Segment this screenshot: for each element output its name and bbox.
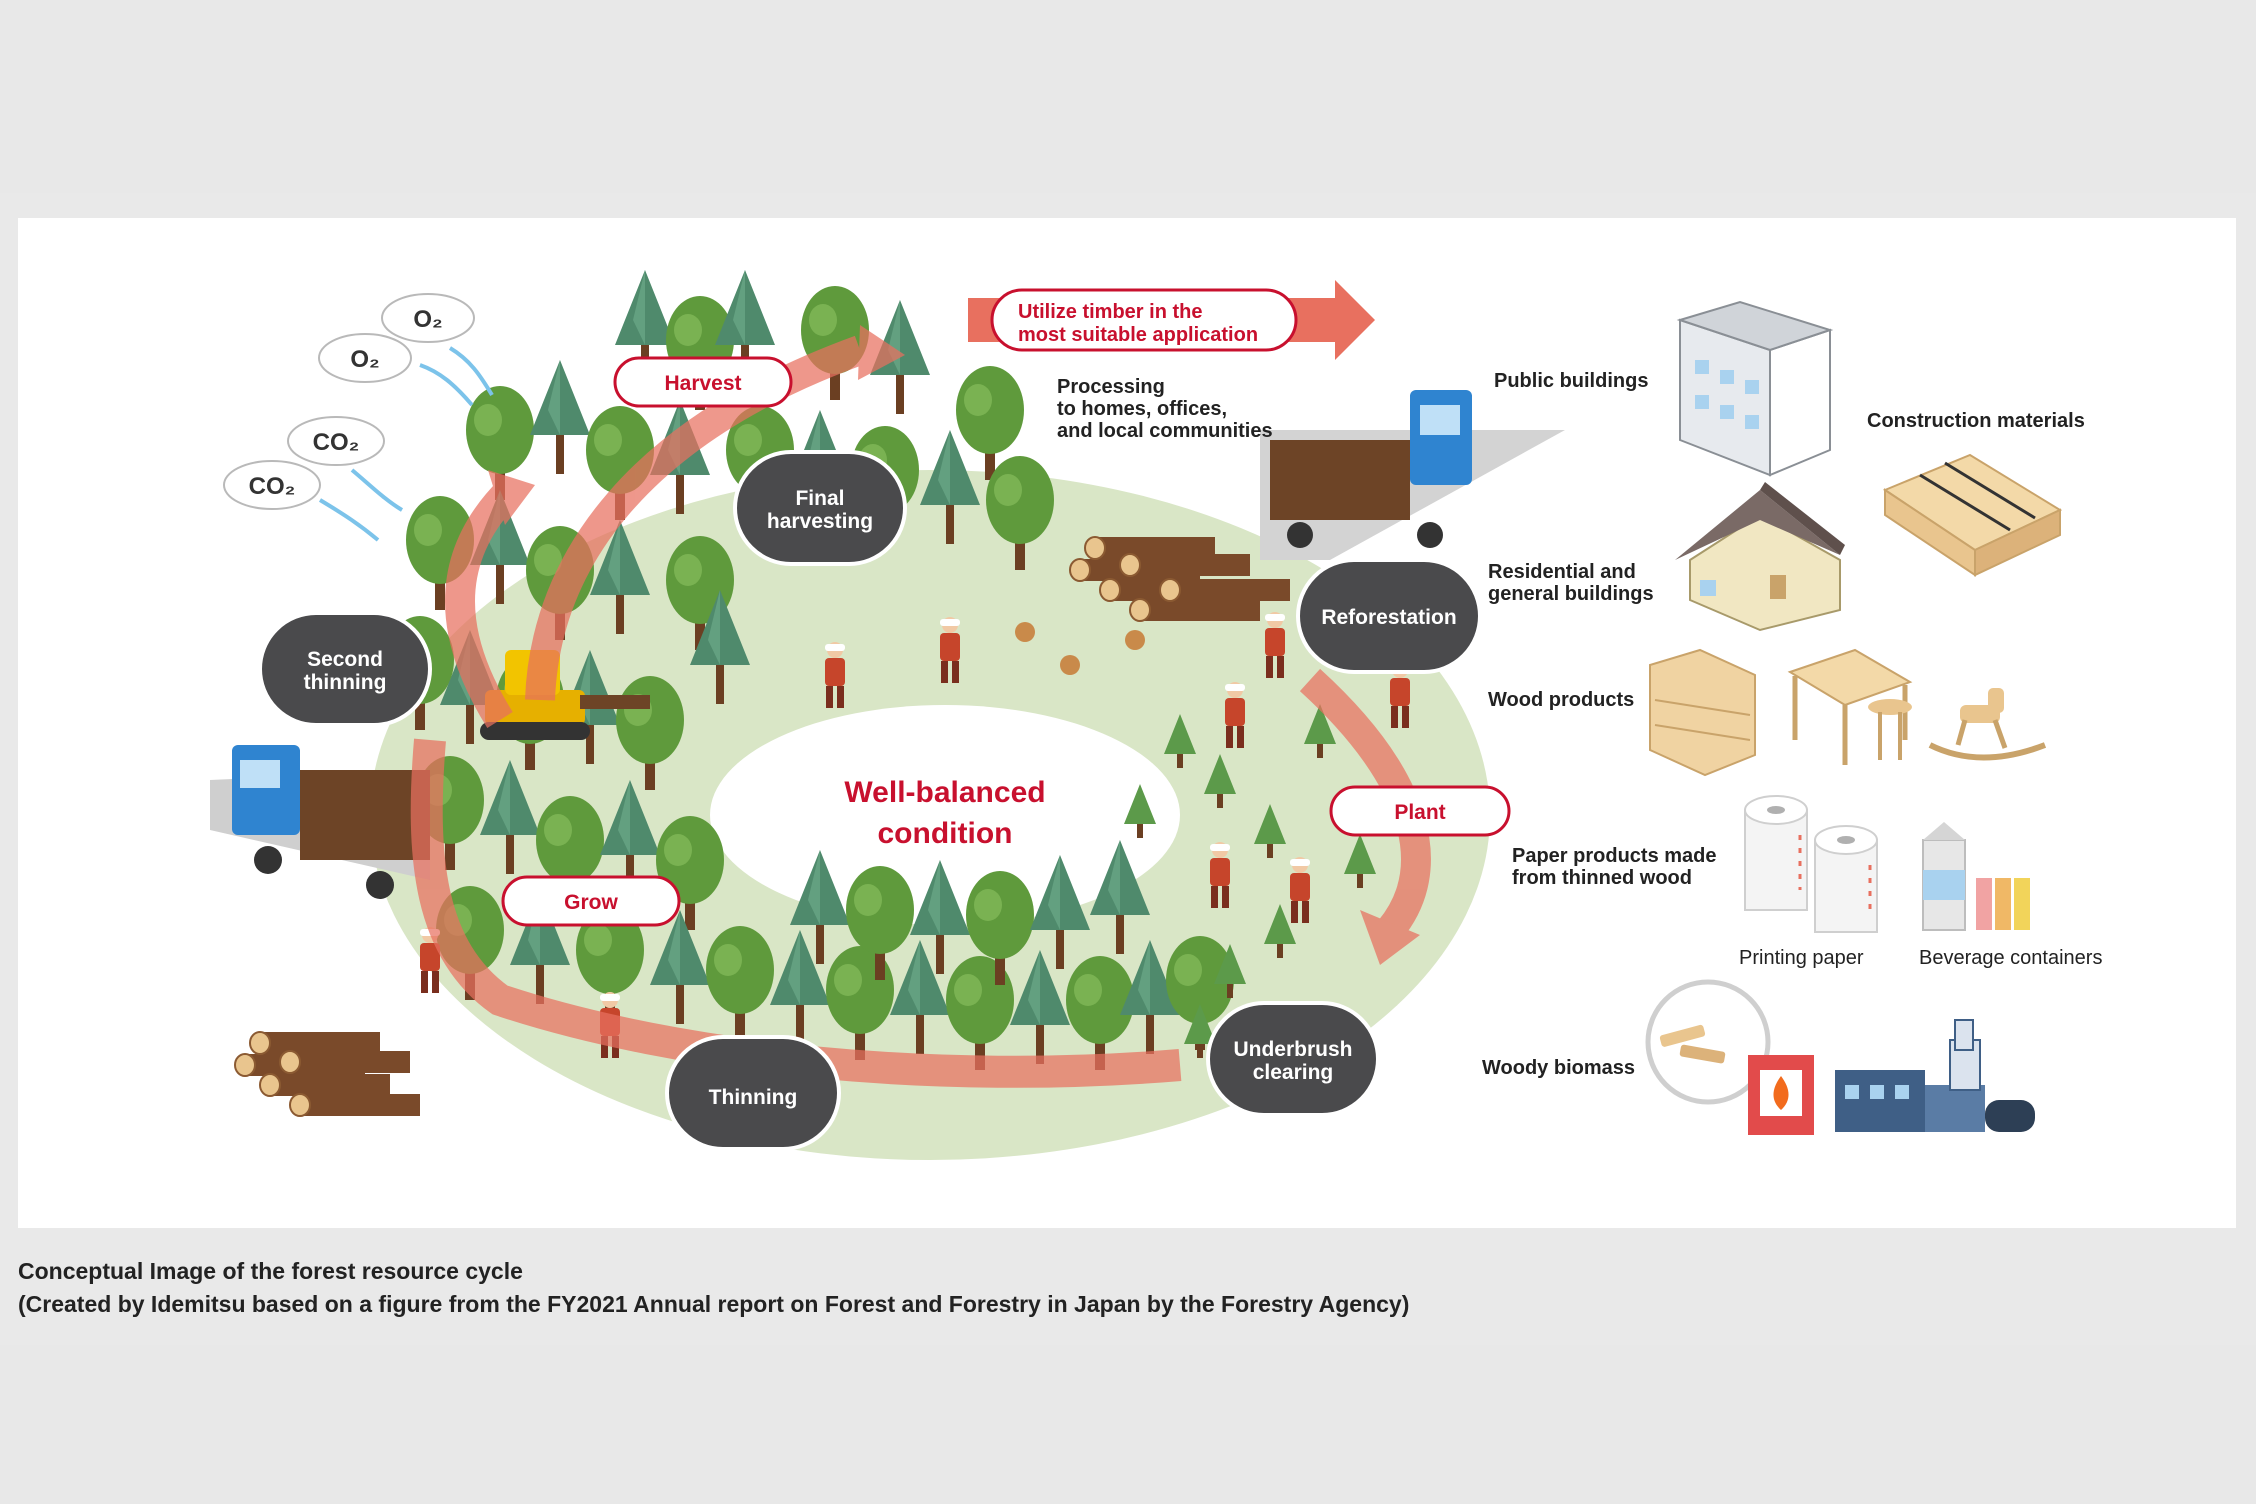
house-illustration — [1675, 482, 1845, 632]
beverage-containers-label: Beverage containers — [1919, 947, 2102, 969]
final-harvesting-line1: Final — [795, 487, 844, 510]
gas-flow-arrows — [318, 346, 494, 542]
wood-products-label: Wood products — [1488, 689, 1634, 711]
processing-line1: Processing — [1057, 376, 1165, 398]
utilize-label: Utilize timber in the most suitable appl… — [990, 288, 1298, 352]
underbrush-clearing-badge: Underbrush clearing — [1206, 1001, 1380, 1117]
reforestation-label: Reforestation — [1321, 606, 1456, 629]
truck-left — [232, 745, 430, 899]
power-plant-illustration — [1835, 1019, 2035, 1132]
truck-right — [1270, 390, 1472, 548]
co2-label: CO₂ — [249, 473, 296, 500]
utilize-line1: Utilize timber in the — [1018, 301, 1202, 323]
o2-cloud-top: O₂ — [381, 293, 475, 343]
center-label-line1: Well-balanced — [844, 776, 1045, 809]
grow-label: Grow — [564, 891, 618, 914]
thinning-label: Thinning — [709, 1086, 798, 1109]
beverage-containers-illustration — [1922, 822, 2030, 931]
second-thinning-badge: Second thinning — [258, 611, 432, 727]
residential-line2: general buildings — [1488, 583, 1654, 605]
caption-source: (Created by Idemitsu based on a figure f… — [18, 1291, 1410, 1317]
construction-materials-label: Construction materials — [1867, 410, 2085, 432]
grow-pill: Grow — [501, 875, 681, 927]
second-thinning-line1: Second — [307, 648, 383, 671]
construction-materials-illustration — [1882, 453, 2063, 577]
paper-rolls-illustration — [1744, 795, 1878, 933]
dresser-illustration — [1649, 648, 1756, 777]
harvest-pill: Harvest — [613, 356, 793, 408]
paper-products-line1: Paper products made — [1512, 845, 1717, 867]
thinning-badge: Thinning — [665, 1035, 841, 1151]
woody-biomass-label: Woody biomass — [1482, 1057, 1635, 1079]
final-harvesting-line2: harvesting — [767, 510, 873, 533]
reforestation-badge: Reforestation — [1296, 558, 1482, 674]
center-label-line2: condition — [878, 817, 1013, 850]
log-pile-left — [234, 1031, 421, 1117]
o2-label-top: O₂ — [413, 306, 442, 333]
co2-label-top: CO₂ — [313, 429, 360, 456]
public-building-illustration — [1676, 300, 1834, 477]
biomass-illustration — [1645, 979, 1814, 1135]
plant-label: Plant — [1394, 801, 1445, 824]
paper-products-line2: from thinned wood — [1512, 867, 1692, 889]
o2-label: O₂ — [350, 346, 379, 373]
processing-line2: to homes, offices, — [1057, 398, 1227, 420]
rocking-horse-illustration — [1928, 688, 2047, 761]
printing-paper-label: Printing paper — [1739, 947, 1864, 969]
underbrush-line2: clearing — [1253, 1061, 1334, 1084]
final-harvesting-badge: Final harvesting — [733, 450, 907, 566]
table-chair-illustration — [1787, 648, 1913, 765]
public-buildings-label: Public buildings — [1494, 370, 1648, 392]
harvest-label: Harvest — [664, 372, 741, 395]
residential-line1: Residential and — [1488, 561, 1636, 583]
processing-line3: and local communities — [1057, 420, 1273, 442]
underbrush-line1: Underbrush — [1233, 1038, 1352, 1061]
second-thinning-line2: thinning — [304, 671, 387, 694]
tree-stumps — [1015, 622, 1145, 675]
co2-cloud: CO₂ — [223, 460, 321, 510]
o2-cloud: O₂ — [318, 333, 412, 383]
caption-title: Conceptual Image of the forest resource … — [18, 1258, 523, 1284]
figure-caption: Conceptual Image of the forest resource … — [18, 1255, 1409, 1321]
plant-pill: Plant — [1329, 785, 1511, 837]
co2-cloud-top: CO₂ — [287, 416, 385, 466]
utilize-line2: most suitable application — [1018, 324, 1258, 346]
